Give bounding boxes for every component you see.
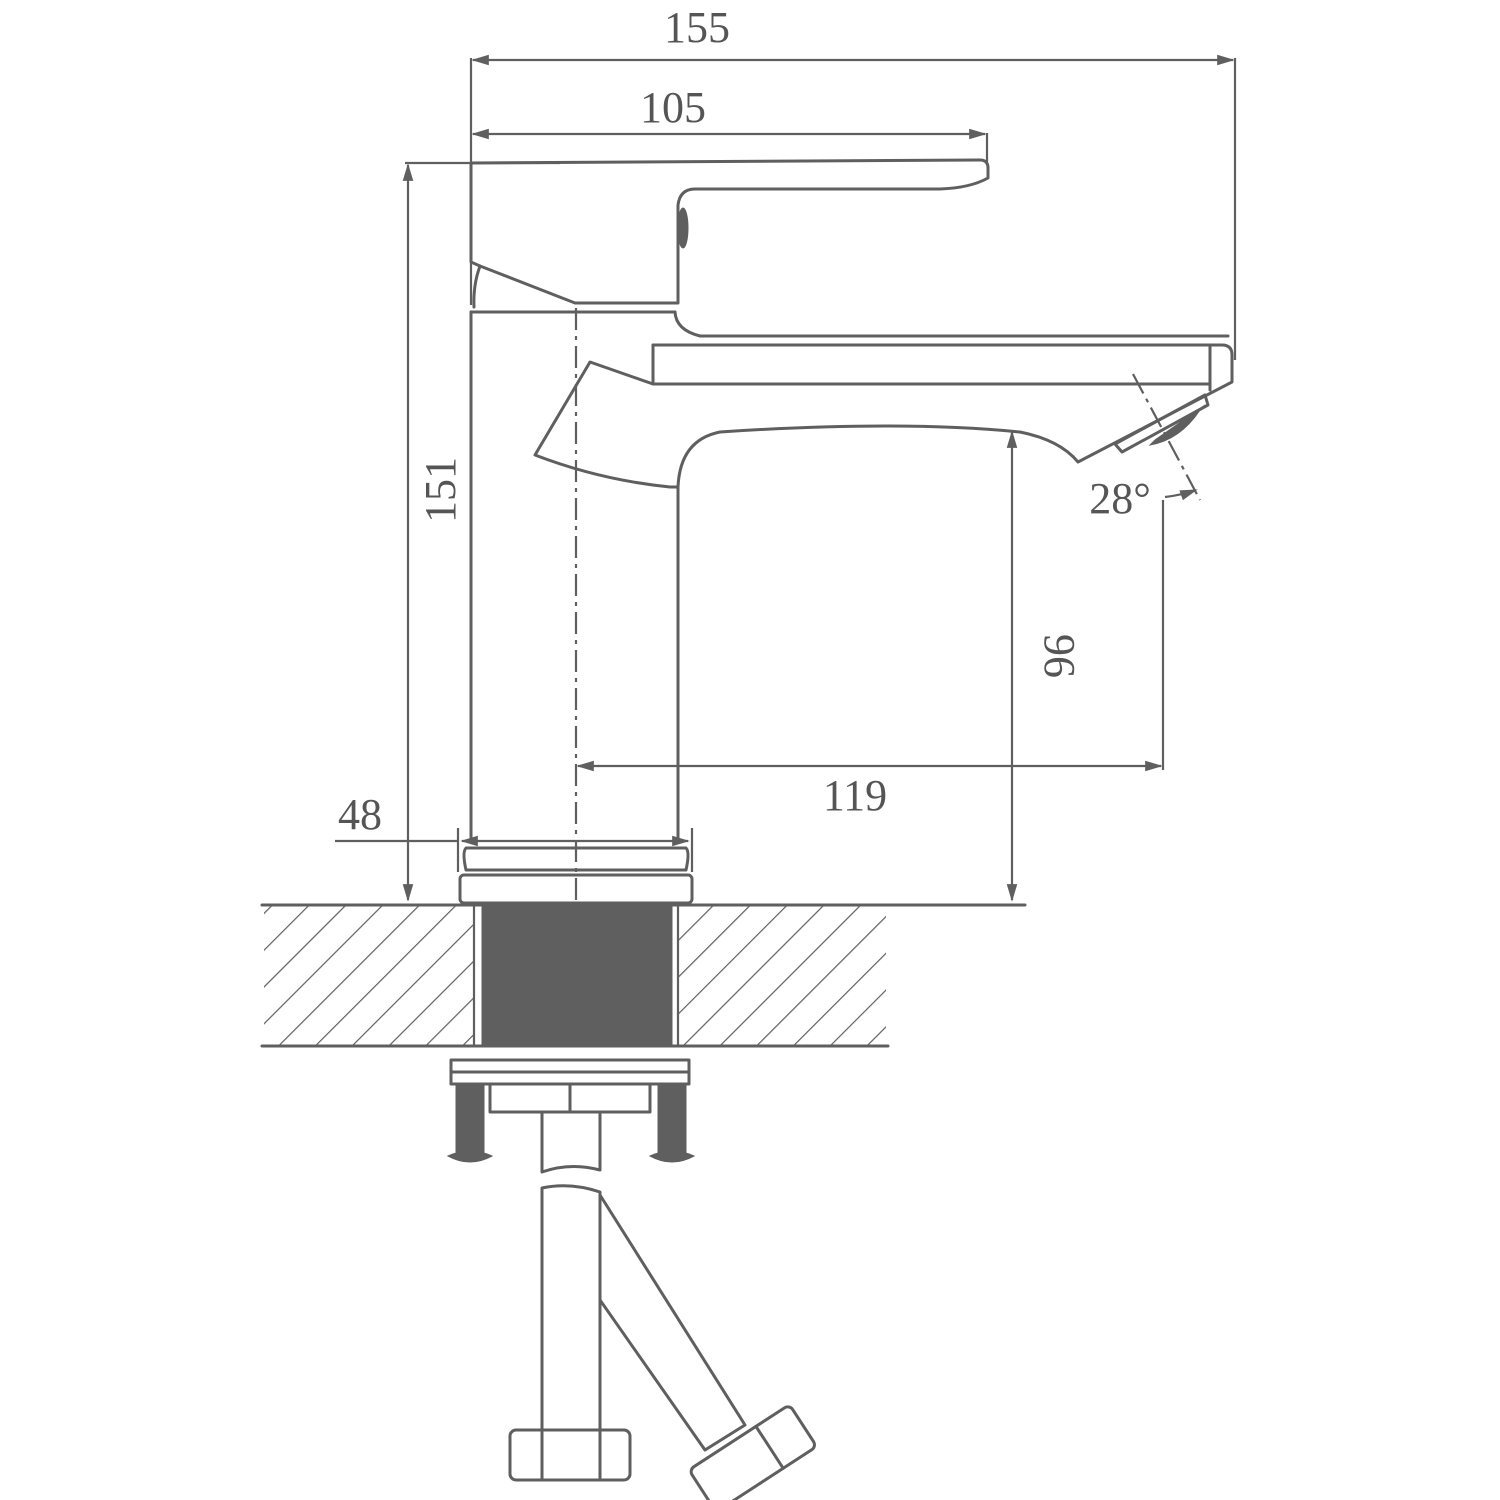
dimension-overall-height: 151 <box>402 161 560 902</box>
dimension-overall-width: 155 <box>469 3 1237 360</box>
hose-nut-angled <box>689 1405 816 1500</box>
lever-handle <box>469 158 990 305</box>
mounting-bolt-left <box>455 1083 485 1157</box>
faucet-body <box>458 158 1234 905</box>
dim-label-155: 155 <box>664 3 730 52</box>
dim-label-105: 105 <box>640 83 706 132</box>
spout <box>533 343 1234 489</box>
dimension-spout-reach: 119 <box>576 500 1165 820</box>
mounting-bolt-right <box>657 1083 687 1157</box>
handle-pivot-icon <box>677 207 689 249</box>
dimension-aerator-angle: 28° <box>1089 373 1201 523</box>
hose-straight <box>540 1184 602 1432</box>
dimension-spout-clearance: 96 <box>690 430 1084 907</box>
threaded-shank <box>481 904 673 1047</box>
hose-angled <box>598 1193 747 1452</box>
base-ring <box>462 846 690 872</box>
dim-label-119: 119 <box>823 771 887 820</box>
countertop-section <box>260 903 1027 1048</box>
braided-hoses <box>508 1110 816 1500</box>
dimension-base-diameter: 48 <box>335 790 694 872</box>
dim-label-96: 96 <box>1035 634 1084 678</box>
dim-label-48: 48 <box>338 790 382 839</box>
mounting-hardware <box>446 1058 696 1163</box>
dim-label-151: 151 <box>416 457 465 523</box>
dim-label-28-degrees: 28° <box>1089 474 1151 523</box>
aerator <box>1113 393 1210 454</box>
hose-nut-straight <box>508 1428 632 1482</box>
dimension-handle-length: 105 <box>471 83 989 162</box>
